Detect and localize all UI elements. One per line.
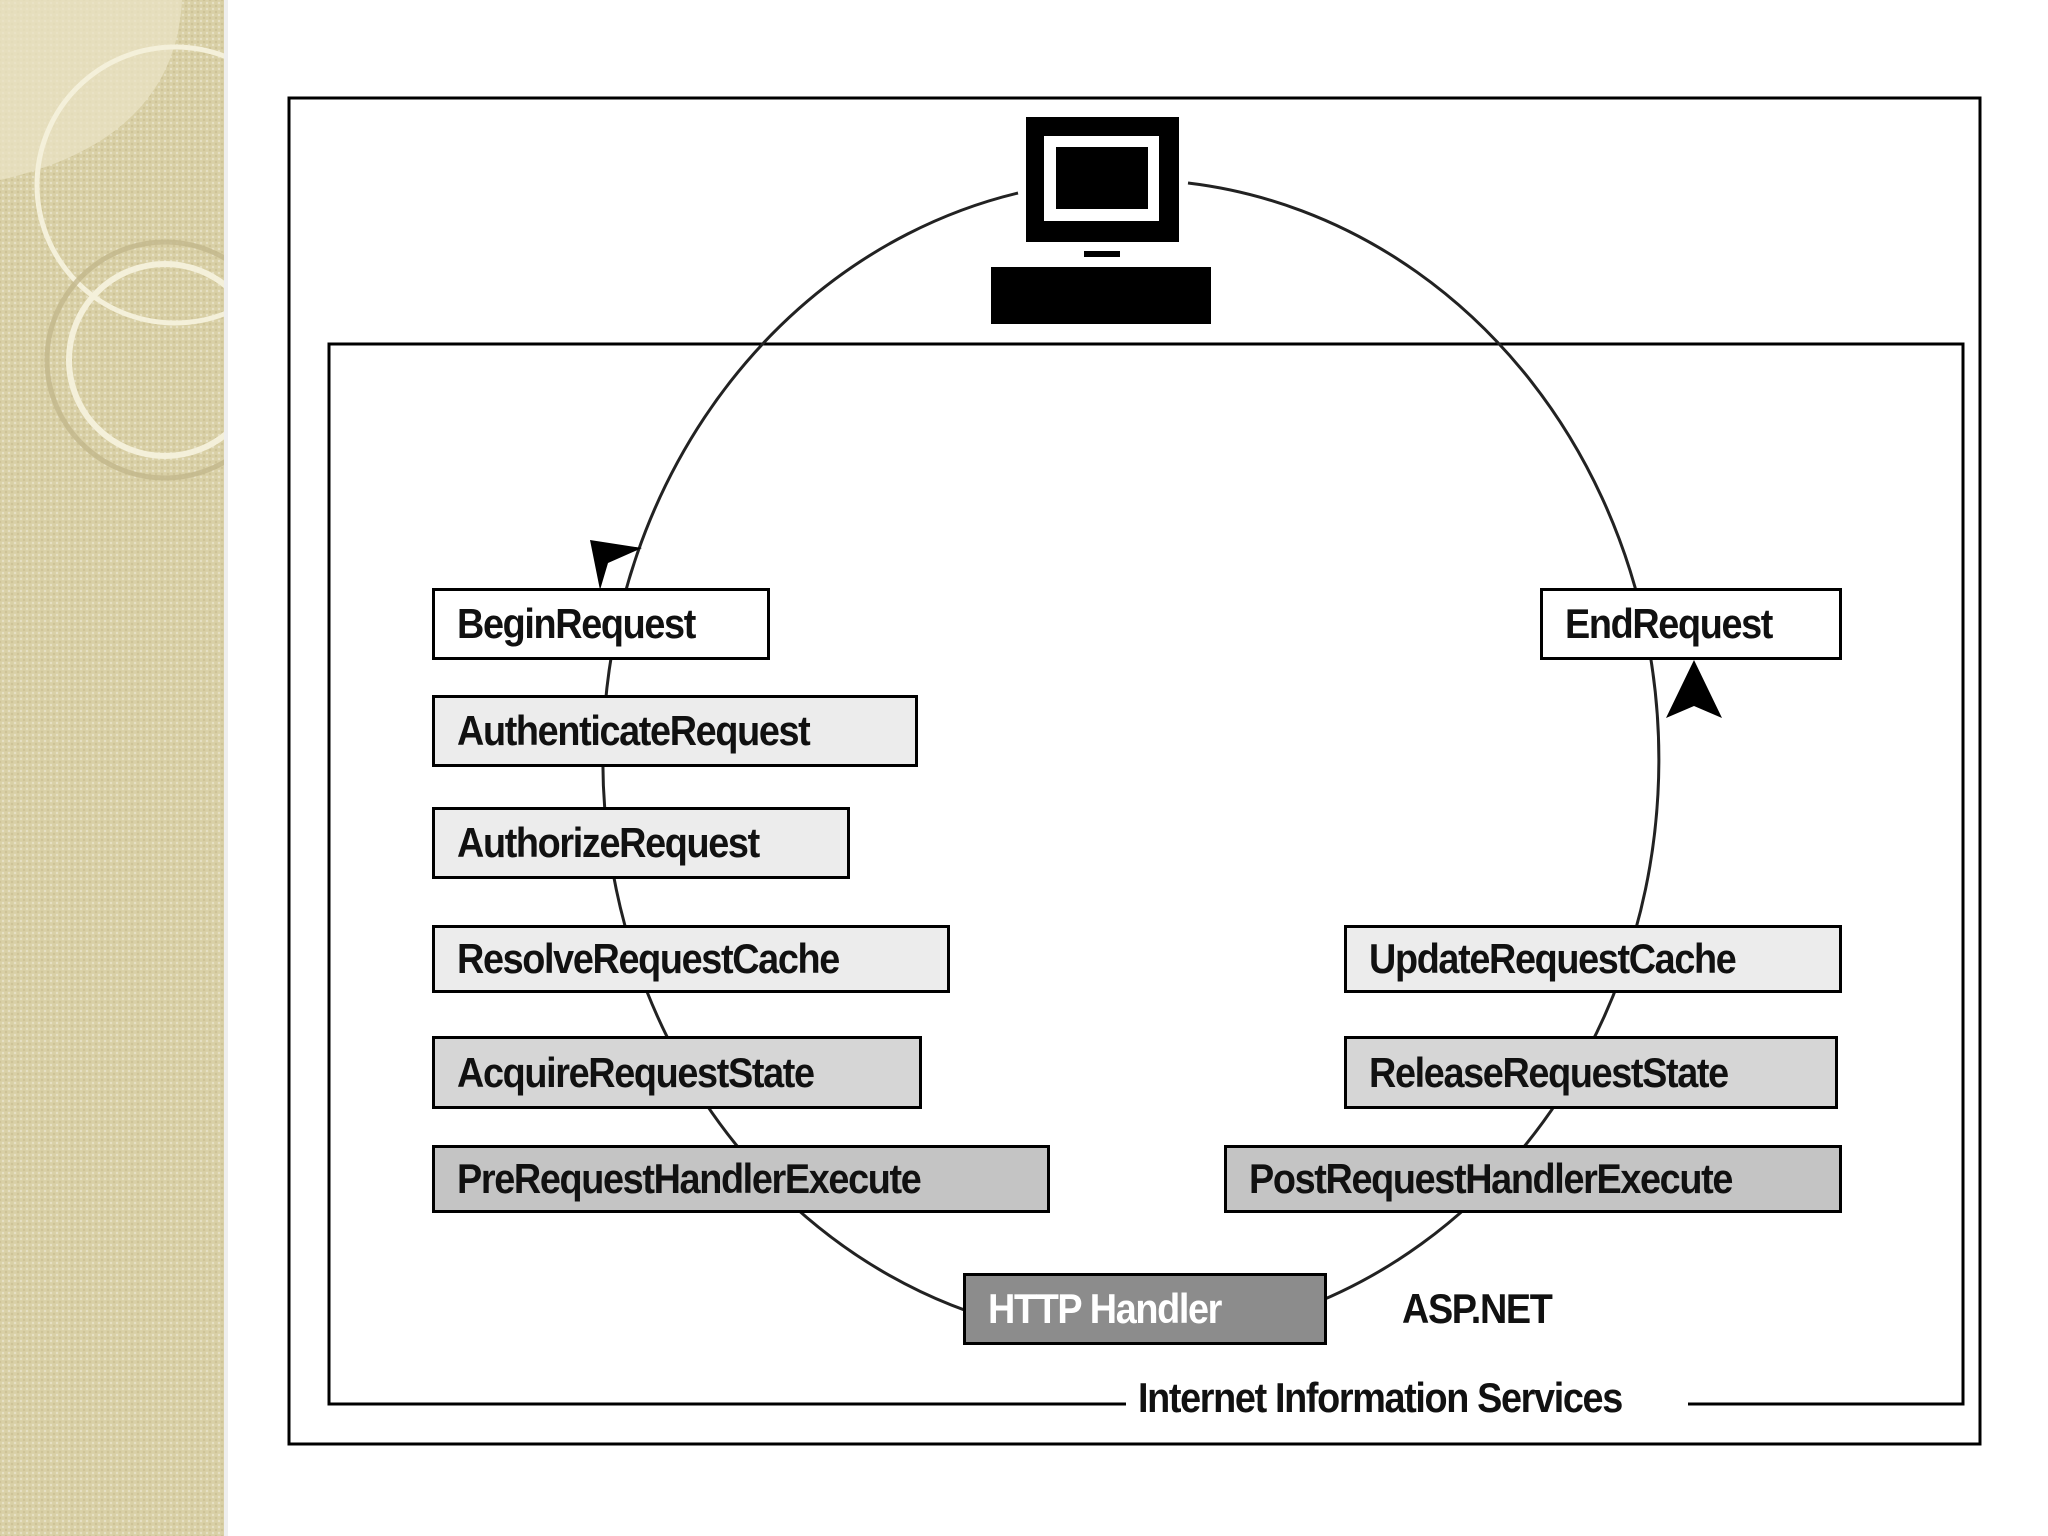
pre-request-handler-execute-label: PreRequestHandlerExecute bbox=[457, 1155, 922, 1202]
resolve-request-cache-label: ResolveRequestCache bbox=[457, 935, 840, 982]
begin-request-label: BeginRequest bbox=[457, 600, 696, 647]
end-request-label: EndRequest bbox=[1565, 600, 1773, 647]
arrow-to-begin-request bbox=[590, 540, 642, 590]
http-handler-stage: HTTP Handler bbox=[963, 1273, 1327, 1345]
sidebar-divider bbox=[224, 0, 228, 1536]
iis-label: Internet Information Services bbox=[1126, 1374, 1688, 1422]
resolve-request-cache-stage: ResolveRequestCache bbox=[432, 925, 950, 993]
acquire-request-state-label: AcquireRequestState bbox=[457, 1048, 815, 1096]
aspnet-label: ASP.NET bbox=[1402, 1285, 1553, 1332]
release-request-state-label: ReleaseRequestState bbox=[1369, 1048, 1729, 1096]
authorize-request-label: AuthorizeRequest bbox=[457, 819, 760, 866]
end-request-stage: EndRequest bbox=[1540, 588, 1842, 660]
post-request-handler-execute-stage: PostRequestHandlerExecute bbox=[1224, 1145, 1842, 1213]
update-request-cache-stage: UpdateRequestCache bbox=[1344, 925, 1842, 993]
arrow-to-end-request bbox=[1666, 660, 1722, 718]
computer-icon bbox=[991, 117, 1211, 324]
authenticate-request-stage: AuthenticateRequest bbox=[432, 695, 918, 767]
authenticate-request-label: AuthenticateRequest bbox=[457, 707, 811, 754]
begin-request-stage: BeginRequest bbox=[432, 588, 770, 660]
http-handler-label: HTTP Handler bbox=[988, 1285, 1222, 1332]
outer-frame bbox=[287, 96, 1982, 1446]
release-request-state-stage: ReleaseRequestState bbox=[1344, 1036, 1838, 1109]
update-request-cache-label: UpdateRequestCache bbox=[1369, 935, 1737, 982]
authorize-request-stage: AuthorizeRequest bbox=[432, 807, 850, 879]
acquire-request-state-stage: AcquireRequestState bbox=[432, 1036, 922, 1109]
post-request-handler-execute-label: PostRequestHandlerExecute bbox=[1249, 1155, 1733, 1202]
decorative-circles bbox=[0, 0, 226, 481]
decorative-sidebar bbox=[0, 0, 226, 1536]
pre-request-handler-execute-stage: PreRequestHandlerExecute bbox=[432, 1145, 1050, 1213]
